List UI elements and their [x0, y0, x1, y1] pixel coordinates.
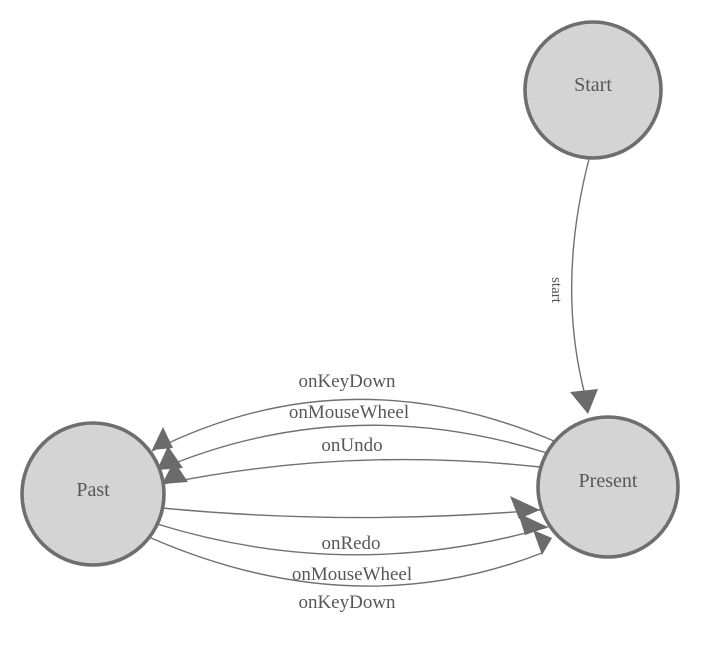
edge-label-onredo: onRedo: [321, 533, 380, 554]
state-node-past[interactable]: Past: [20, 421, 166, 567]
edge-label-onkeydown-top: onKeyDown: [298, 371, 396, 392]
edge-line-onkeydown-top: [151, 398, 555, 452]
node-label-present: Present: [579, 470, 638, 492]
arrowhead-onkeydown-top: [152, 427, 173, 450]
node-label-start: Start: [574, 74, 612, 96]
arrowhead-onundo: [162, 461, 188, 484]
arrowhead-start-present: [570, 389, 598, 414]
edge-line-start-present: [570, 158, 590, 392]
edge-past-to-present-onmousewheel[interactable]: onMouseWheel: [156, 513, 549, 585]
arrowhead-onmousewheel-bottom: [518, 513, 548, 535]
state-node-start[interactable]: Start: [523, 20, 663, 160]
node-circle-present: [536, 415, 680, 559]
state-node-present[interactable]: Present: [536, 415, 680, 559]
edge-label-onmousewheel-bottom: onMouseWheel: [292, 564, 412, 585]
node-circle-start: [523, 20, 663, 160]
edge-line-onmousewheel-top: [157, 424, 548, 471]
arrowhead-onmousewheel-top: [157, 446, 183, 470]
arrowhead-onredo: [510, 496, 540, 519]
node-circle-past: [20, 421, 166, 567]
edge-line-onredo: [161, 507, 541, 519]
edge-label-onmousewheel-top: onMouseWheel: [289, 402, 409, 423]
edge-past-to-present-onkeydown[interactable]: onKeyDown: [150, 530, 552, 613]
edge-present-to-past-onundo[interactable]: onUndo: [162, 435, 541, 485]
edge-past-to-present-onredo[interactable]: onRedo: [161, 496, 541, 554]
edge-start-to-present[interactable]: start: [548, 158, 598, 414]
edge-line-onkeydown-bottom: [150, 537, 543, 587]
edge-label-onundo: onUndo: [321, 435, 382, 456]
edge-line-onmousewheel-bottom: [156, 523, 549, 556]
edge-label-start: start: [548, 277, 564, 304]
edge-present-to-past-onmousewheel[interactable]: onMouseWheel: [157, 402, 548, 471]
node-label-past: Past: [76, 479, 110, 501]
arrowhead-onkeydown-bottom: [533, 530, 552, 555]
edge-label-onkeydown-bottom: onKeyDown: [298, 592, 396, 613]
edge-present-to-past-onkeydown[interactable]: onKeyDown: [151, 371, 555, 452]
edge-line-onundo: [162, 458, 541, 485]
